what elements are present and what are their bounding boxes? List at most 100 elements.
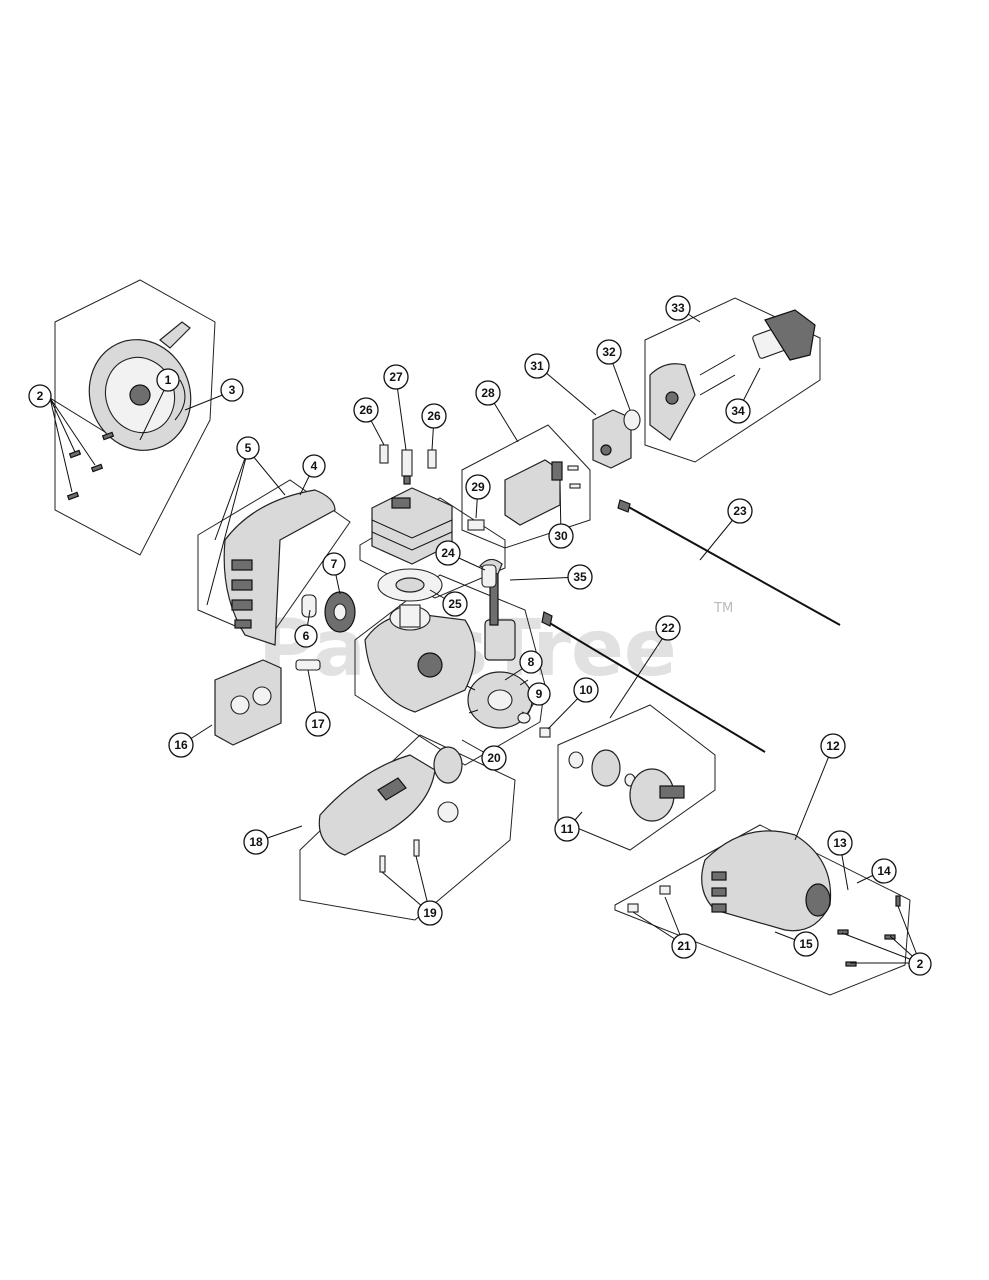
carburetor-part [592, 409, 632, 469]
svg-text:18: 18 [249, 835, 263, 849]
recoil-starter-part [88, 321, 192, 451]
svg-text:27: 27 [389, 370, 403, 384]
callout-26-left: 26 [353, 397, 379, 423]
svg-text:28: 28 [481, 386, 495, 400]
svg-text:12: 12 [826, 739, 840, 753]
starter-pulley-part [324, 591, 356, 633]
svg-text:20: 20 [487, 751, 501, 765]
callout-20: 20 [481, 745, 507, 771]
callout-10: 10 [573, 677, 599, 703]
engine-shroud-part [223, 489, 336, 646]
callout-15: 15 [793, 931, 819, 957]
svg-text:15: 15 [799, 937, 813, 951]
callout-21: 21 [671, 933, 697, 959]
callout-26-right: 26 [421, 403, 447, 429]
svg-text:22: 22 [661, 621, 675, 635]
svg-text:21: 21 [677, 939, 691, 953]
carb-adapter-part [504, 459, 563, 526]
svg-text:16: 16 [174, 738, 188, 752]
callout-14: 14 [871, 858, 897, 884]
svg-text:30: 30 [554, 529, 568, 543]
callout-11: 11 [554, 816, 580, 842]
svg-text:25: 25 [448, 597, 462, 611]
throttle-cable-part [617, 499, 841, 626]
callout-25: 25 [442, 591, 468, 617]
svg-text:11: 11 [561, 822, 574, 836]
air-filter-part [752, 309, 816, 361]
crankcase-part [364, 604, 476, 713]
gasket-part [377, 568, 443, 602]
svg-text:31: 31 [530, 359, 544, 373]
callout-7: 7 [322, 552, 346, 576]
svg-text:29: 29 [471, 480, 485, 494]
callout-33: 33 [665, 295, 691, 321]
svg-text:3: 3 [229, 383, 236, 397]
flywheel-part [466, 671, 533, 729]
svg-text:10: 10 [579, 683, 593, 697]
callout-9: 9 [527, 682, 551, 706]
svg-text:32: 32 [602, 345, 616, 359]
callout-1: 1 [156, 368, 180, 392]
starter-screws [66, 431, 115, 501]
callout-17: 17 [305, 711, 331, 737]
muffler-screws [379, 839, 420, 873]
callout-24: 24 [435, 540, 461, 566]
callout-13: 13 [827, 830, 853, 856]
callout-18: 18 [243, 829, 269, 855]
housing-nuts [627, 885, 671, 913]
svg-text:17: 17 [311, 717, 325, 731]
callout-34: 34 [725, 398, 751, 424]
shroud-group-box [197, 479, 351, 641]
flywheel-washer [517, 712, 531, 724]
svg-text:5: 5 [245, 441, 252, 455]
watermark-trademark: TM [713, 601, 733, 616]
svg-text:2: 2 [37, 389, 44, 403]
callout-31: 31 [524, 353, 550, 379]
callout-4: 4 [302, 454, 326, 478]
callout-32: 32 [596, 339, 622, 365]
svg-text:4: 4 [311, 459, 318, 473]
housing-screws [837, 895, 901, 967]
svg-text:1: 1 [165, 373, 172, 387]
clutch-group-box [557, 704, 716, 851]
fan-housing-group-box [614, 824, 911, 996]
svg-text:8: 8 [528, 655, 535, 669]
svg-text:19: 19 [423, 906, 437, 920]
cylinder-group-box [359, 497, 506, 599]
air-filter-gasket [295, 659, 321, 671]
callout-30: 30 [548, 523, 574, 549]
air-filter-cover-part [214, 659, 282, 746]
adapter-screws [567, 465, 581, 489]
starter-group-box [54, 279, 216, 556]
airbox-group-box [644, 297, 821, 463]
muffler-gasket [433, 746, 463, 823]
callout-3: 3 [220, 378, 244, 402]
fan-housing-part [701, 830, 832, 932]
svg-text:6: 6 [303, 629, 310, 643]
muffler-part [318, 754, 436, 856]
callout-28: 28 [475, 380, 501, 406]
adapter-gasket [467, 519, 485, 531]
spark-plug-part [401, 449, 413, 485]
svg-text:34: 34 [731, 404, 745, 418]
svg-text:26: 26 [359, 403, 373, 417]
svg-text:14: 14 [877, 864, 891, 878]
callout-22: 22 [655, 615, 681, 641]
callout-2-housing: 2 [908, 952, 932, 976]
flywheel-nut [539, 727, 551, 738]
carb-adapter-group-box [461, 424, 591, 549]
carb-gasket [623, 409, 641, 431]
callout-23: 23 [727, 498, 753, 524]
ground-wire-part [541, 611, 766, 753]
muffler-group-box [299, 734, 516, 921]
svg-text:9: 9 [536, 687, 543, 701]
svg-text:26: 26 [427, 409, 441, 423]
callout-29: 29 [465, 474, 491, 500]
callout-6: 6 [294, 624, 318, 648]
air-box-part [649, 354, 736, 441]
callout-8: 8 [519, 650, 543, 674]
svg-text:2: 2 [917, 957, 924, 971]
svg-text:35: 35 [573, 570, 587, 584]
callout-35: 35 [567, 564, 593, 590]
